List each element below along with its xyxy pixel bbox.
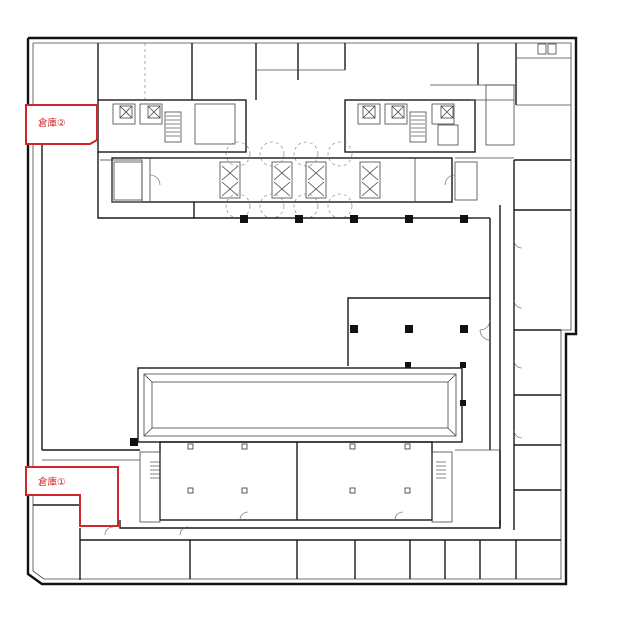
lower-hall — [119, 441, 501, 529]
storage-room-2-label: 倉庫② — [38, 117, 66, 129]
service-core — [97, 99, 476, 153]
east-offices — [455, 84, 571, 491]
storage-room-2[interactable]: 倉庫② — [25, 104, 98, 145]
atrium — [137, 367, 463, 443]
building-outline — [26, 36, 578, 586]
storage-room-1[interactable]: 倉庫① — [25, 466, 119, 527]
columns — [130, 215, 468, 446]
north-offices — [97, 43, 571, 106]
south-offices — [79, 528, 561, 580]
storage-room-1-label: 倉庫① — [38, 476, 66, 488]
door-swings — [104, 174, 523, 536]
elevator-bank — [111, 141, 478, 219]
